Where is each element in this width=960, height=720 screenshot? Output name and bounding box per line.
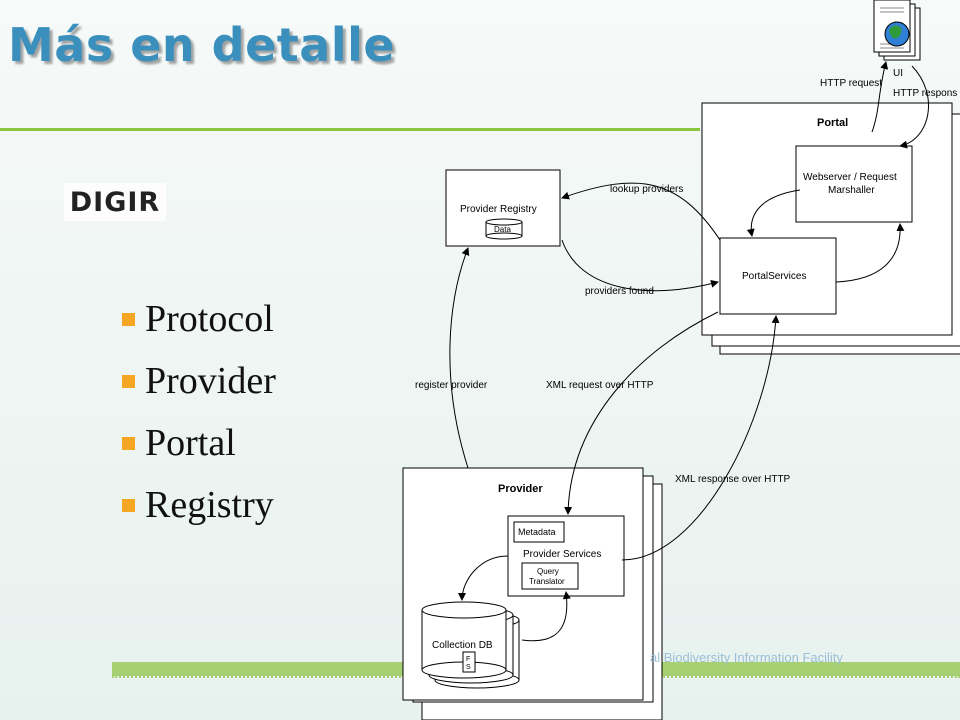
portal-services-label: PortalServices	[742, 271, 806, 282]
webserver-label-line1: Webserver / Request	[803, 172, 897, 183]
slide-title: Más en detalle	[8, 18, 396, 72]
data-cylinder-icon	[485, 218, 523, 240]
title-underline	[0, 128, 700, 131]
fs-label-line2: S	[466, 664, 471, 671]
providers-found-label: providers found	[585, 286, 654, 297]
bullet-text: Registry	[145, 484, 274, 526]
query-label-line1: Query	[537, 567, 559, 576]
logo-text: DIGIR	[69, 186, 161, 218]
bullet-square-icon	[122, 436, 135, 450]
bullet-square-icon	[122, 374, 135, 388]
ui-label: UI	[893, 68, 903, 79]
collection-db-label: Collection DB	[432, 640, 493, 651]
webserver-box	[795, 145, 913, 223]
bullet-item: Portal	[122, 412, 276, 474]
http-request-label: HTTP request	[820, 78, 882, 89]
footer-text: al Biodiversity Information Facility	[650, 650, 843, 665]
provider-registry-label: Provider Registry	[460, 204, 537, 215]
bullet-item: Registry	[122, 474, 276, 536]
bullet-item: Provider	[122, 350, 276, 412]
bullet-text: Provider	[145, 360, 276, 402]
data-label: Data	[494, 225, 511, 234]
bullet-text: Portal	[145, 422, 236, 464]
portal-box	[701, 102, 960, 355]
portal-title: Portal	[817, 117, 848, 129]
metadata-box	[513, 521, 565, 543]
metadata-label: Metadata	[518, 527, 556, 537]
webserver-label-line2: Marshaller	[828, 185, 875, 196]
query-label-line2: Translator	[529, 577, 565, 586]
lookup-providers-label: lookup providers	[610, 184, 683, 195]
digir-logo: DIGIR	[64, 183, 166, 221]
bullet-item: Protocol	[122, 288, 276, 350]
portal-services-box	[719, 237, 837, 315]
provider-services-label: Provider Services	[523, 549, 601, 560]
bullet-text: Protocol	[145, 298, 274, 340]
bullet-square-icon	[122, 498, 135, 512]
diagram-arrows	[449, 61, 929, 642]
xml-response-label: XML response over HTTP	[675, 474, 791, 485]
bullet-square-icon	[122, 312, 135, 326]
bullet-list: Protocol Provider Portal Registry	[122, 288, 276, 536]
xml-request-label: XML request over HTTP	[546, 380, 654, 391]
http-response-label: HTTP respons	[893, 88, 957, 99]
ui-document-icon	[873, 0, 921, 61]
fs-label-line1: F	[466, 656, 470, 663]
query-translator-box	[521, 562, 579, 590]
provider-title: Provider	[498, 483, 543, 495]
fs-box	[462, 651, 476, 673]
